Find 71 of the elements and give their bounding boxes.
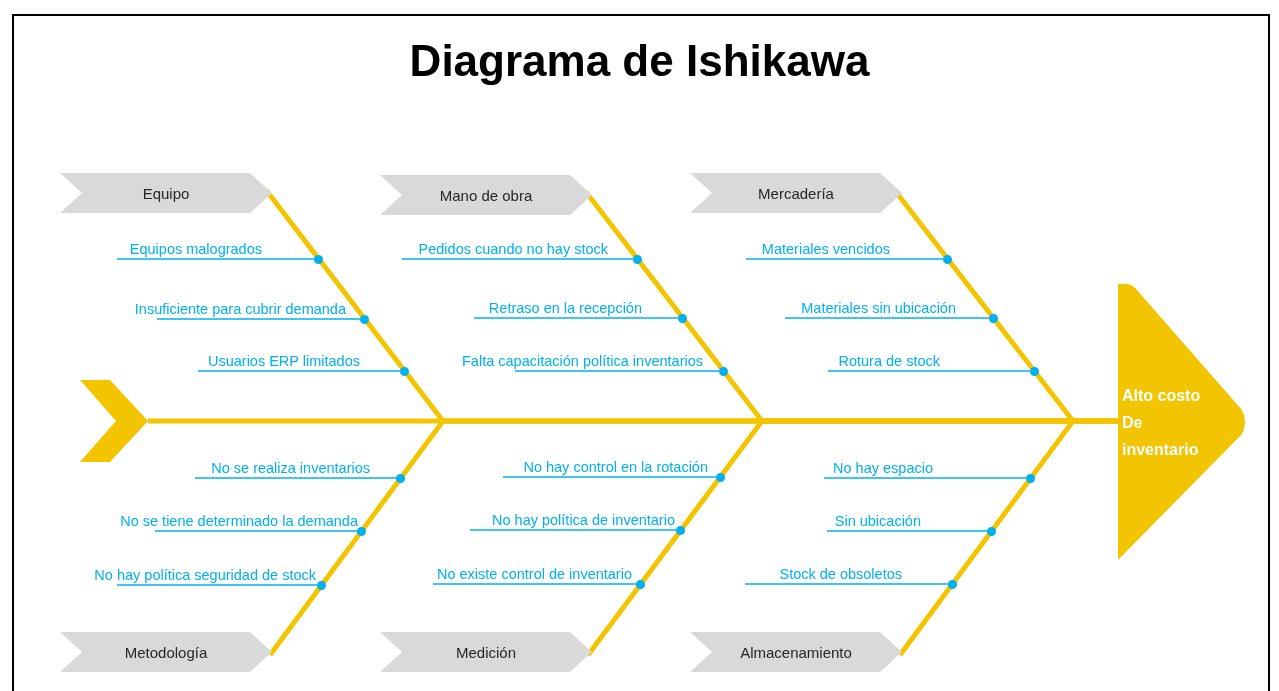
leader-line	[197, 370, 401, 372]
bone-dot	[357, 526, 367, 536]
leader-line	[502, 476, 717, 478]
leader-line	[473, 317, 679, 319]
category-chevron	[690, 632, 902, 672]
bone-dot	[396, 473, 406, 483]
leader-line	[116, 584, 318, 586]
cause-text: Stock de obsoletos	[779, 567, 902, 584]
cause-text: No se realiza inventarios	[211, 461, 370, 478]
cause-text: No hay control en la rotación	[523, 460, 708, 477]
leader-line	[432, 583, 637, 585]
cause-text: Materiales sin ubicación	[801, 301, 956, 318]
cause-text: Sin ubicación	[834, 514, 921, 531]
cause-text: No hay espacio	[833, 461, 933, 478]
tail-chevron	[80, 380, 148, 462]
bone-dot	[948, 579, 957, 589]
cause-text: No hay política de inventario	[492, 513, 675, 530]
category-chevron	[690, 173, 902, 213]
leader-line	[401, 258, 634, 260]
bone-dot	[633, 254, 642, 264]
bone-line	[898, 418, 1118, 657]
effect-label: Alto costo De inventario	[1122, 386, 1202, 460]
bone-dot	[314, 254, 324, 264]
category-chevron	[380, 175, 592, 215]
category-label: Equipo	[142, 184, 190, 202]
cause-text: Insuficiente para cubrir demanda	[134, 302, 346, 319]
cause-text: Falta capacitación política inventarios	[462, 354, 703, 371]
leader-line	[826, 530, 988, 532]
cause-text: Equipos malogrados	[129, 242, 262, 259]
cause-text: No existe control de inventario	[436, 567, 632, 584]
cause-text: No hay política seguridad de stock	[94, 568, 316, 585]
cause-text: Retraso en la recepción	[488, 301, 642, 318]
category-label: Mano de obra	[439, 186, 533, 204]
category-label: Almacenamiento	[740, 643, 852, 661]
cause-text: Pedidos cuando no hay stock	[418, 242, 608, 259]
cause-text: Materiales vencidos	[761, 242, 890, 259]
bone-dot	[987, 526, 997, 536]
cause-text: Rotura de stock	[838, 354, 940, 371]
bone-dot	[719, 366, 729, 376]
leader-line	[156, 318, 361, 320]
leader-line	[154, 530, 358, 532]
bone-dot	[317, 580, 327, 590]
bone-dot	[676, 525, 686, 535]
diagram-title: Diagrama de Ishikawa	[409, 36, 870, 86]
leader-line	[784, 317, 990, 319]
category-chevron	[60, 632, 272, 672]
leader-line	[827, 370, 1031, 372]
category-label: Metodología	[124, 643, 208, 661]
leader-line	[823, 477, 1027, 479]
leader-line	[194, 477, 397, 479]
cause-text: No se tiene determinado la demanda	[120, 514, 358, 531]
bone-dot	[400, 366, 410, 376]
category-chevron	[380, 632, 592, 672]
bone-dot	[988, 313, 998, 323]
bone-dot	[1026, 473, 1036, 483]
category-chevron	[60, 173, 272, 213]
leader-line	[469, 529, 678, 531]
leader-line	[744, 583, 949, 585]
bone-dot	[715, 472, 725, 482]
cause-text: Usuarios ERP limitados	[207, 354, 360, 371]
bone-dot	[360, 314, 370, 324]
bone-dot	[678, 313, 688, 323]
leader-line	[745, 258, 944, 260]
category-label: Mercadería	[758, 184, 834, 202]
leader-line	[514, 370, 720, 372]
bone-dot	[943, 254, 953, 264]
effect-head	[1118, 284, 1248, 560]
bone-dot	[636, 579, 646, 589]
category-label: Medición	[456, 643, 516, 661]
bone-dot	[1029, 366, 1039, 376]
leader-line	[116, 258, 315, 260]
